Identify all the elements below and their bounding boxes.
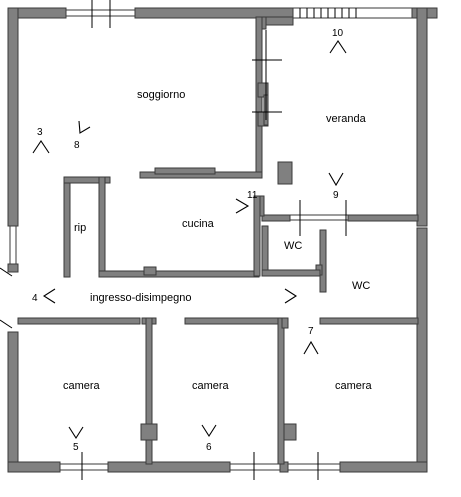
svg-text:8: 8 (74, 140, 80, 151)
svg-text:6: 6 (206, 442, 212, 453)
room-label-wc-lower: WC (352, 280, 370, 292)
window-bottom-camera-right (287, 463, 341, 471)
window-bottom-camera-mid (229, 463, 281, 471)
veranda-glazing (292, 7, 413, 19)
room-label-veranda: veranda (326, 113, 367, 125)
windows (9, 9, 349, 471)
viewpoint-10: 10 (329, 28, 347, 54)
mullion-lines (0, 0, 347, 480)
viewpoint-3: 3 (32, 127, 50, 154)
room-label-camera-left: camera (63, 380, 101, 392)
room-label-soggiorno: soggiorno (137, 89, 185, 101)
svg-text:3: 3 (37, 127, 43, 138)
svg-text:4: 4 (32, 293, 38, 304)
viewpoint-8: 8 (74, 120, 91, 151)
viewpoint-5: 5 (68, 426, 84, 453)
viewpoint-11: 11 (235, 190, 258, 214)
svg-text:9: 9 (333, 190, 339, 201)
window-left-ingresso (9, 225, 17, 265)
svg-text:11: 11 (247, 190, 258, 201)
room-label-wc-upper: WC (284, 240, 302, 252)
svg-text:5: 5 (73, 442, 79, 453)
room-label-camera-right: camera (335, 380, 373, 392)
viewpoint-6: 6 (201, 424, 217, 453)
window-bottom-camera-left (59, 463, 109, 471)
room-label-rip: rip (74, 222, 86, 234)
viewpoint-4: 4 (32, 288, 56, 304)
interior-walls (17, 16, 419, 465)
window-veranda-wc (289, 214, 349, 221)
window-top-soggiorno (65, 9, 136, 17)
viewpoint-ingresso-right (284, 288, 298, 304)
room-label-ingresso: ingresso-disimpegno (90, 292, 192, 304)
svg-text:10: 10 (332, 28, 344, 39)
svg-text:7: 7 (308, 326, 314, 337)
viewpoint-9: 9 (328, 172, 344, 201)
exterior-walls (7, 7, 438, 473)
room-label-camera-mid: camera (192, 380, 230, 392)
room-label-cucina: cucina (182, 218, 215, 230)
viewpoint-7: 7 (303, 326, 319, 355)
